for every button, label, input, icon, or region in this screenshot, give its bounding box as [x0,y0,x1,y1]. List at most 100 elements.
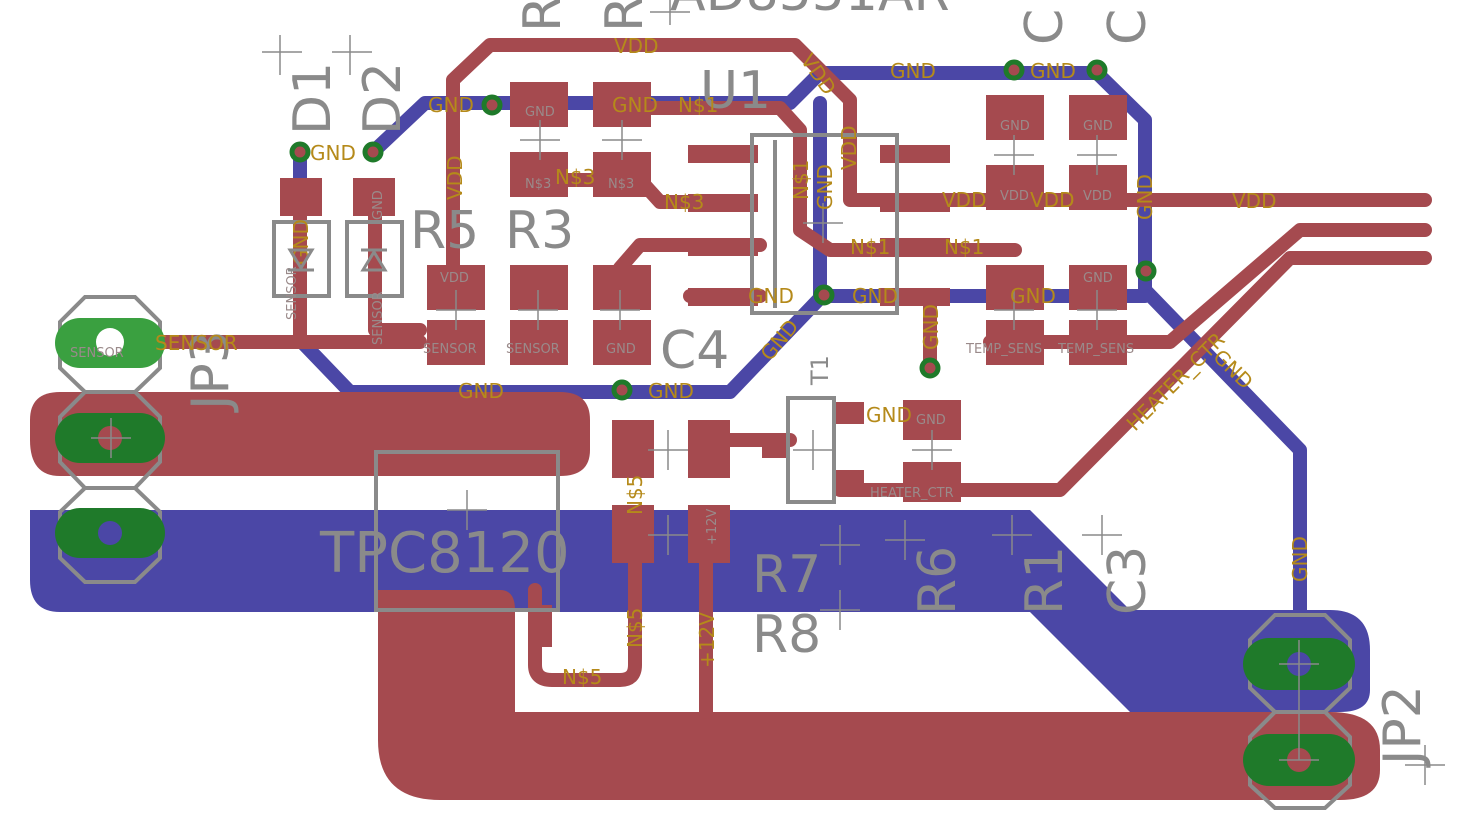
net-n1: N$1 [944,235,984,259]
net-n5: N$5 [562,665,602,689]
pad [482,605,504,647]
pad [986,320,1044,365]
component-labels: AD8551AR U1 R5 R3 C4 TPC8120 R7 R8 D1 D2… [181,0,1433,768]
crosshair [447,490,487,530]
crosshair [803,203,843,243]
pad [482,418,504,460]
pad [688,288,758,306]
net-gnd: GND [289,219,313,265]
pad [510,82,568,127]
jp3-hole-3 [98,521,122,545]
net-gnd: GND [748,284,794,308]
crosshair [1077,135,1117,175]
pad-label-temp: TEMP_SENS [965,342,1042,357]
net-n5: N$5 [623,608,647,648]
net-gnd: GND [458,379,504,403]
pad-label-sensor: SENSOR [371,291,386,345]
crosshair [912,430,952,470]
net-n3: N$3 [664,190,704,214]
pad-label-sensor: SENSOR [285,266,300,320]
pad [762,436,790,458]
pad [986,95,1044,140]
net-n3: N$3 [555,165,595,189]
pad-label-gnd: GND [371,190,386,220]
pad [386,605,408,647]
pad [612,505,654,563]
top-trace-n5 [528,513,642,687]
pad [880,145,950,163]
top-trace-vdd-top [446,38,1432,307]
pad [688,194,758,212]
pad-label-12v: +12V [705,509,720,545]
label-r6: R6 [908,546,968,615]
label-jp2: JP2 [1373,685,1433,768]
pad-label-gnd: GND [1000,119,1030,134]
label-tpc8120: TPC8120 [319,521,570,586]
pad-label-heater: HEATER_CTR [870,486,954,501]
pad [434,605,456,647]
crosshair [1082,515,1122,555]
label-r1: R1 [1015,546,1075,615]
diode-symbols [287,248,388,272]
pad [510,152,568,197]
crosshair [820,525,860,565]
label-r5: R5 [410,201,479,261]
smd-pads [280,82,1127,647]
net-n1: N$1 [789,160,813,200]
net-12v: +12V [695,612,719,668]
net-gnd: GND [919,304,943,350]
crosshair [648,430,688,470]
via [1135,260,1157,282]
pad [1069,265,1127,310]
pad [688,420,730,478]
pad-label-gnd: GND [916,413,946,428]
label-jp3: JP3 [181,330,241,413]
pad [353,178,395,216]
label-t1: T1 [806,355,834,386]
pad-label-vdd: VDD [1083,189,1112,204]
pad [986,265,1044,310]
top-trace-d2 [368,183,427,337]
pad [688,505,730,563]
crosshair [1279,640,1319,761]
top-power-pour-lower [378,590,1380,800]
crosshair [262,35,302,75]
label-c-top-1: C [1015,9,1075,45]
pad [880,194,950,212]
net-gnd: GND [612,93,658,117]
label-u1: U1 [700,61,771,121]
net-n1: N$1 [850,235,890,259]
net-gnd: GND [813,164,837,210]
pad [386,418,408,460]
label-r-top-2: R [595,0,655,32]
via [362,141,384,163]
net-gnd: GND [852,284,898,308]
d1-outline [272,220,331,298]
label-r7: R7 [752,545,821,605]
label-d2: D2 [353,62,413,135]
pad [1069,320,1127,365]
net-gnd: GND [1288,536,1312,582]
crosshair [436,290,476,330]
pad [688,145,758,163]
tpc8120-outline [374,450,560,612]
d1-symbol [287,248,315,272]
via [289,141,311,163]
d2-symbol [360,248,388,272]
origin-crosshairs [91,0,1445,785]
pad [986,165,1044,210]
crosshair [994,290,1034,330]
label-c4: C4 [660,321,729,381]
net-vdd: VDD [942,188,986,212]
label-d1: D1 [283,62,343,135]
label-r8: R8 [752,605,821,665]
net-gnd: GND [648,379,694,403]
vias [289,59,1157,401]
label-r-top-1: R [513,0,573,32]
label-c3: C3 [1098,546,1158,615]
crosshair [885,520,925,560]
net-vdd: VDD [1232,189,1276,213]
d2-outline [345,220,404,298]
pad-labels: SENSOR VDD SENSOR SENSOR GND N$3 N$3 GND… [70,105,1134,545]
